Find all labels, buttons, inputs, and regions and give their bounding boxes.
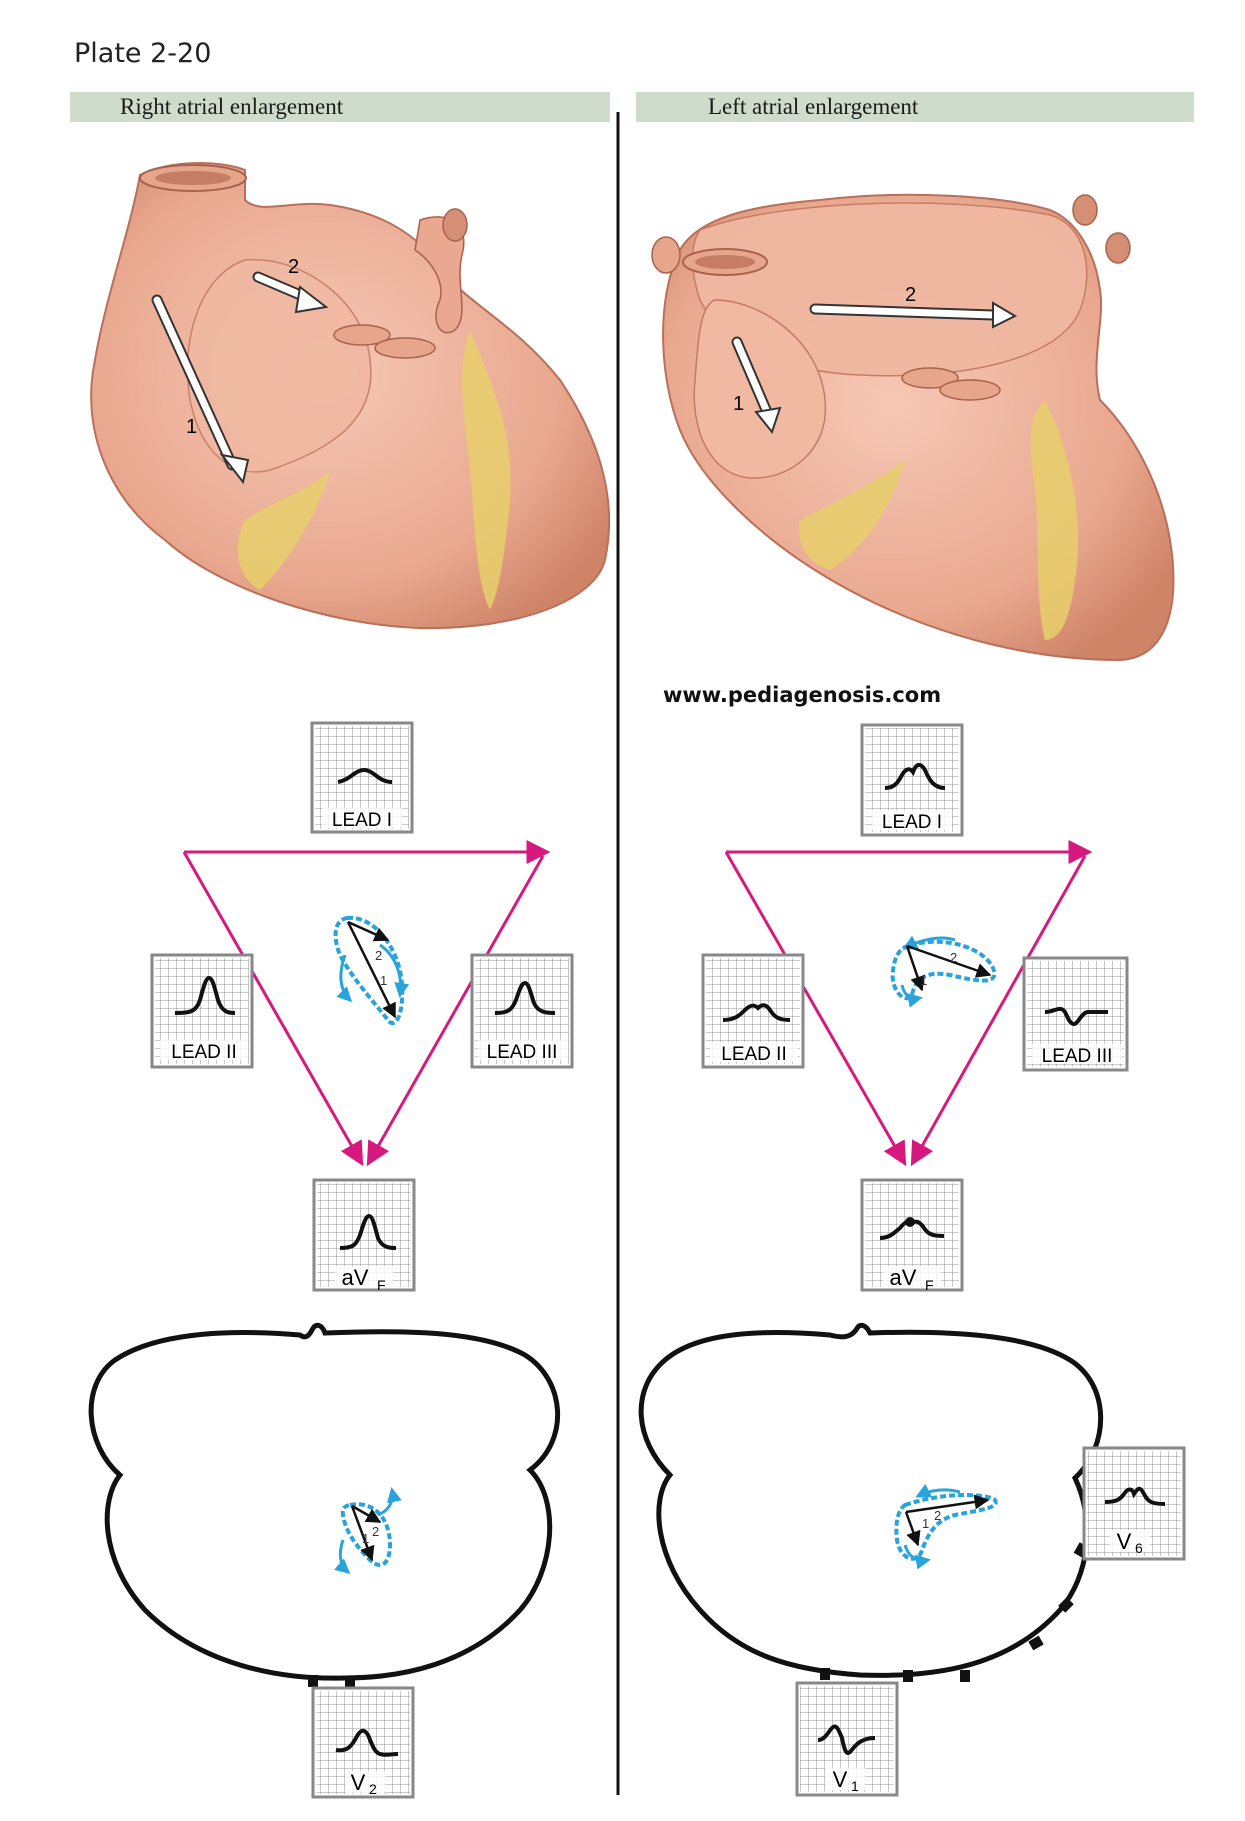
ecg-tile-lead-i <box>860 723 964 837</box>
website-url: www.pediagenosis.com <box>663 683 942 707</box>
chest-electrodes-left <box>308 1675 355 1689</box>
lead-ii-label: LEAD II <box>171 1042 236 1063</box>
v6-subscript: 6 <box>1135 1540 1143 1556</box>
v6-label: V <box>1117 1529 1132 1554</box>
atrial-vector-arrow-2 <box>809 301 1018 329</box>
ecg-tile-lead-ii <box>701 953 805 1069</box>
avf-subscript: F <box>925 1277 934 1293</box>
limb-lead-triangle <box>724 840 1093 1167</box>
thorax-cross-section-right <box>638 1322 1104 1678</box>
p-wave-loop-frontal <box>890 935 997 1008</box>
thorax-cross-section-left <box>88 1322 561 1681</box>
v1-subscript: 1 <box>851 1778 859 1794</box>
loop-vector-1-label: 1 <box>362 1531 369 1546</box>
heart-left-atrial-enlargement <box>651 193 1175 662</box>
p-wave-loop-frontal <box>333 915 410 1025</box>
avf-label: aV <box>890 1265 917 1290</box>
ecg-tile-lead-iii <box>470 953 574 1069</box>
lead-i-label: LEAD I <box>332 810 392 831</box>
left-atrial-banner: Left atrial enlargement <box>636 92 1194 122</box>
arrow-2-label: 2 <box>288 256 299 278</box>
p-wave-loop-horizontal <box>894 1483 998 1570</box>
ecg-tile-v2 <box>311 1686 415 1799</box>
p-wave-loop-horizontal <box>334 1487 402 1574</box>
ecg-tile-lead-ii <box>150 953 254 1069</box>
ecg-tile-avf <box>312 1178 416 1292</box>
ecg-tile-lead-i <box>310 721 414 834</box>
v2-subscript: 2 <box>369 1781 377 1797</box>
right-atrial-title: Right atrial enlargement <box>120 94 344 119</box>
limb-lead-triangle <box>182 840 551 1167</box>
loop-vector-2-label: 2 <box>375 948 382 963</box>
arrow-1-label: 1 <box>733 393 744 415</box>
avf-subscript: F <box>377 1277 386 1293</box>
v1-label: V <box>833 1767 848 1792</box>
atrial-vector-arrow-2 <box>252 271 329 314</box>
v2-label: V <box>351 1770 366 1795</box>
right-atrial-banner: Right atrial enlargement <box>70 92 610 122</box>
left-atrial-title: Left atrial enlargement <box>708 94 919 119</box>
ecg-tile-v1 <box>795 1681 899 1797</box>
loop-vector-2-label: 2 <box>372 1524 379 1539</box>
ecg-tile-avf <box>860 1178 964 1292</box>
avf-label: aV <box>342 1265 369 1290</box>
atrial-vector-arrow-1 <box>151 294 250 485</box>
lead-iii-label: LEAD III <box>487 1042 558 1063</box>
arrow-2-label: 2 <box>905 284 916 306</box>
loop-vector-2-label: 2 <box>934 1508 941 1523</box>
heart-right-atrial-enlargement <box>90 162 611 630</box>
loop-vector-2-label: 2 <box>950 950 957 965</box>
lead-i-label: LEAD I <box>882 812 942 833</box>
loop-vector-1-label: 1 <box>380 973 387 988</box>
ecg-tile-v6 <box>1082 1446 1186 1561</box>
arrow-1-label: 1 <box>186 416 197 438</box>
lead-iii-label: LEAD III <box>1042 1046 1113 1067</box>
lead-ii-label: LEAD II <box>721 1044 786 1065</box>
loop-vector-1-label: 1 <box>922 1516 929 1531</box>
ecg-tile-lead-iii <box>1022 956 1129 1072</box>
atrial-vector-arrow-1 <box>731 336 782 435</box>
plate-title: Plate 2-20 <box>74 38 212 69</box>
loop-vector-1-label: 1 <box>920 973 927 988</box>
